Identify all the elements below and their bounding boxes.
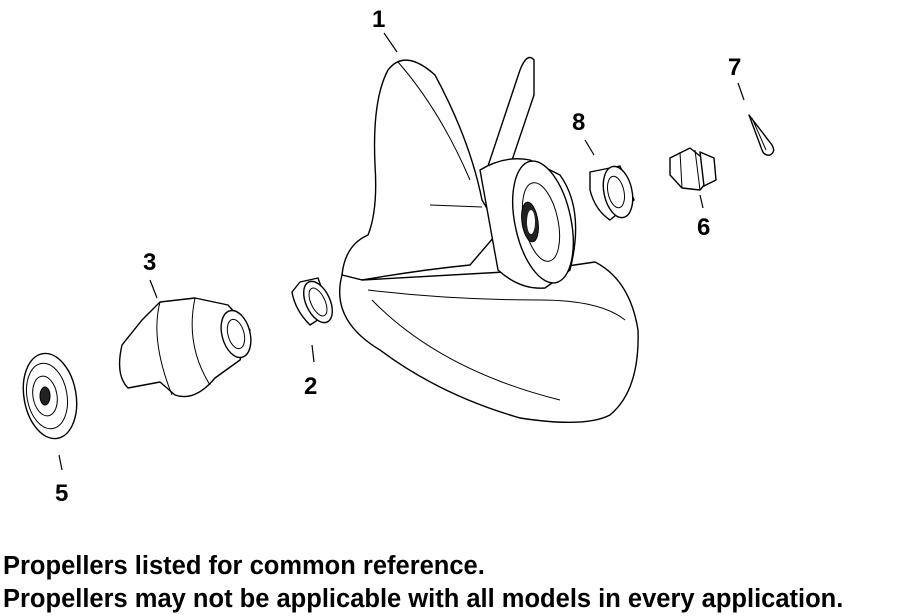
spacer-ring — [291, 277, 334, 326]
washer — [22, 352, 78, 440]
callout-2: 2 — [304, 373, 317, 400]
splined-washer — [589, 165, 635, 221]
callout-5: 5 — [55, 480, 68, 507]
leader-5 — [58, 454, 63, 471]
leader-2 — [311, 344, 315, 363]
leader-7 — [737, 82, 745, 101]
leader-6 — [699, 194, 704, 209]
thrust-hub — [118, 297, 252, 398]
applicability-note: Propellers may not be applicable with al… — [3, 585, 844, 613]
leader-1 — [383, 32, 398, 53]
reference-note: Propellers listed for common reference. — [3, 552, 485, 580]
propeller — [338, 56, 639, 424]
callout-6: 6 — [697, 214, 710, 241]
cotter-pin — [748, 114, 775, 156]
leader-3 — [149, 279, 158, 299]
callout-8: 8 — [572, 109, 585, 136]
propeller-nut — [669, 147, 717, 191]
callout-3: 3 — [143, 249, 156, 276]
callout-7: 7 — [728, 54, 741, 81]
exploded-parts-diagram: 1 2 3 5 6 7 8 — [22, 6, 775, 507]
leader-8 — [584, 139, 595, 156]
callout-1: 1 — [372, 6, 385, 33]
